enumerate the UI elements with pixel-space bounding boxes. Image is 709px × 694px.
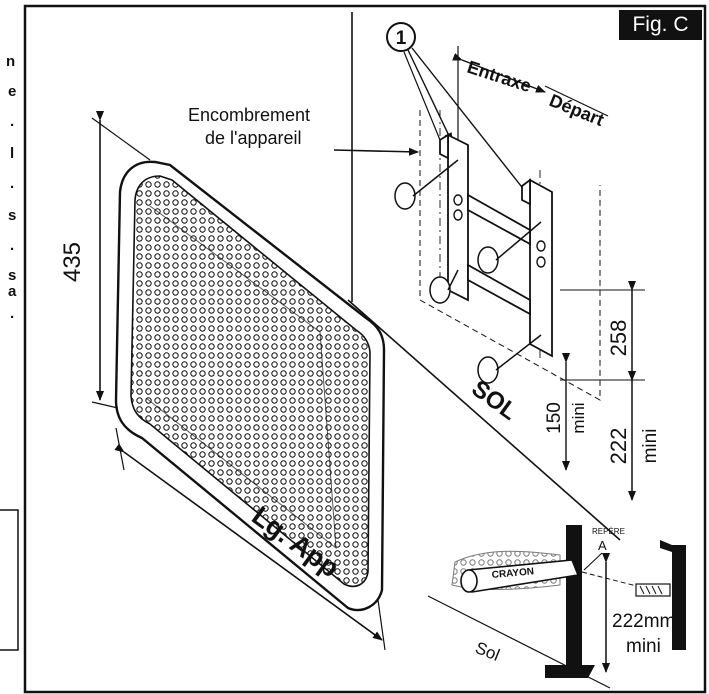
margin-letter: s [8,267,16,284]
ext-line [377,599,386,651]
left-margin-text: n e . l . s . s a . [6,53,17,322]
margin-letter: . [10,113,14,130]
margin-letter: . [10,237,14,254]
inset-height-label: 222mm [612,611,675,632]
repere-leader [583,552,603,571]
callout-circle [386,22,416,52]
dim-150-mini: mini [569,402,588,433]
pencil [460,559,580,593]
heater-envelope-dashed [419,110,601,401]
figure-frame [23,4,707,694]
margin-letter: . [10,175,14,192]
ext-line [91,117,151,161]
point-a-label: A [598,538,607,553]
encombrement-label-1: Encombrement [188,105,310,125]
margin-letter: l [10,145,14,162]
callout-number: 1 [396,28,407,49]
entraxe-label: Entraxe [465,57,534,96]
left-margin-box [0,509,19,651]
margin-letter: e [8,83,16,100]
dim-435-label: 435 [59,242,86,282]
encombrement-label-2: de l'appareil [205,128,302,148]
entraxe-dim-line [452,53,546,93]
depart-dim-line [544,85,609,117]
screws [394,159,542,384]
wall-bracket [439,133,553,358]
margin-letter: n [6,53,15,70]
margin-letter: . [10,305,14,322]
inset-sol-label: Sol [473,638,503,665]
bracket-slots [453,194,546,268]
inset-wall-plug [635,583,671,597]
sol-label: SOL [466,375,522,426]
dim-150-label: 150 [544,402,565,434]
margin-letter: a [8,283,17,300]
inset-foot [545,665,595,678]
ext-line [91,401,119,409]
depart-label: Départ [547,90,607,130]
encombrement-leader [333,147,419,156]
dim-222-label: 222 [606,428,631,465]
crayon-label: CRAYON [491,566,534,581]
callout-leader [411,47,541,211]
dim-line-lg-app [114,443,383,641]
inset-right-bracket [672,545,686,650]
margin-letter: s [8,207,16,224]
inset-mini-label: mini [626,636,661,657]
figure-badge: Fig. C [619,10,702,40]
callout-leader [407,49,453,143]
floor-line [347,299,621,541]
ext-line [115,427,125,471]
inset-wall-bar [566,525,582,665]
heater-panel [114,160,386,612]
repere-label: REPÈRE [592,527,625,536]
dim-258-label: 258 [606,320,631,357]
callout-leader [403,51,441,141]
inset-detail: CRAYON REPÈRE A 222mm mini Sol [451,525,686,678]
dim-222-mini: mini [640,429,661,464]
